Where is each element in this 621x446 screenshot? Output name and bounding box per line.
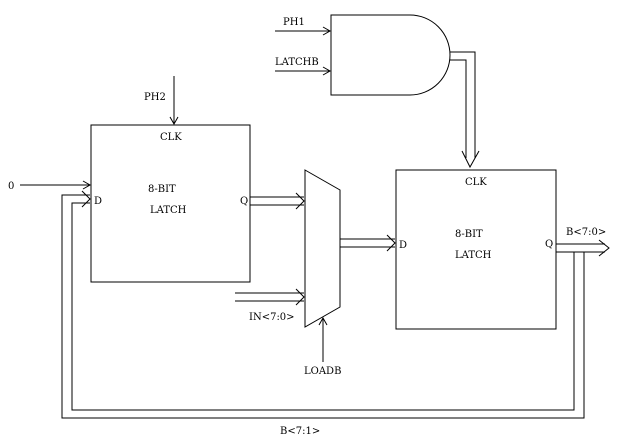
and-gate-body bbox=[330, 14, 451, 96]
latch2: CLK D Q 8-BIT LATCH bbox=[395, 169, 557, 330]
zero-input-label: 0 bbox=[8, 181, 14, 192]
in-bus bbox=[235, 288, 305, 306]
zero-input-wire bbox=[20, 180, 92, 190]
latch2-d-label: D bbox=[399, 240, 407, 251]
loadb-wire bbox=[318, 316, 328, 362]
loadb-label: LOADB bbox=[304, 366, 341, 377]
latch1-q-bus bbox=[250, 192, 305, 210]
mux-body bbox=[304, 169, 341, 328]
multiplexer bbox=[304, 169, 341, 328]
latch1-q-label: Q bbox=[240, 196, 248, 207]
b-output-label: B<7:0> bbox=[566, 227, 606, 238]
in-bus-label: IN<7:0> bbox=[249, 312, 295, 323]
and-output-bus bbox=[450, 51, 480, 169]
latch1-title-line2: LATCH bbox=[150, 205, 187, 216]
ph1-wire bbox=[275, 26, 332, 36]
latch1-clk-label: CLK bbox=[160, 132, 182, 143]
ph2-label: PH2 bbox=[144, 92, 166, 103]
latch2-title-line1: 8-BIT bbox=[455, 229, 483, 240]
latch1-d-label: D bbox=[94, 196, 102, 207]
latchb-label: LATCHB bbox=[275, 57, 319, 68]
latchb-wire bbox=[275, 66, 332, 76]
latch2-q-label: Q bbox=[545, 239, 553, 250]
latch2-clk-label: CLK bbox=[465, 177, 487, 188]
b-feedback-label: B<7:1> bbox=[280, 426, 320, 437]
and-gate bbox=[330, 14, 451, 96]
b-output-bus bbox=[556, 239, 610, 257]
b-feedback-bus bbox=[61, 190, 585, 419]
ph1-label: PH1 bbox=[283, 17, 305, 28]
mux-output-bus bbox=[340, 234, 396, 252]
latch2-title-line2: LATCH bbox=[455, 250, 492, 261]
latch1-title-line1: 8-BIT bbox=[148, 184, 176, 195]
latch2-box bbox=[395, 169, 557, 330]
latch1-box bbox=[90, 124, 251, 283]
latch1: CLK D Q 8-BIT LATCH bbox=[90, 124, 251, 283]
ph2-wire bbox=[169, 76, 179, 126]
